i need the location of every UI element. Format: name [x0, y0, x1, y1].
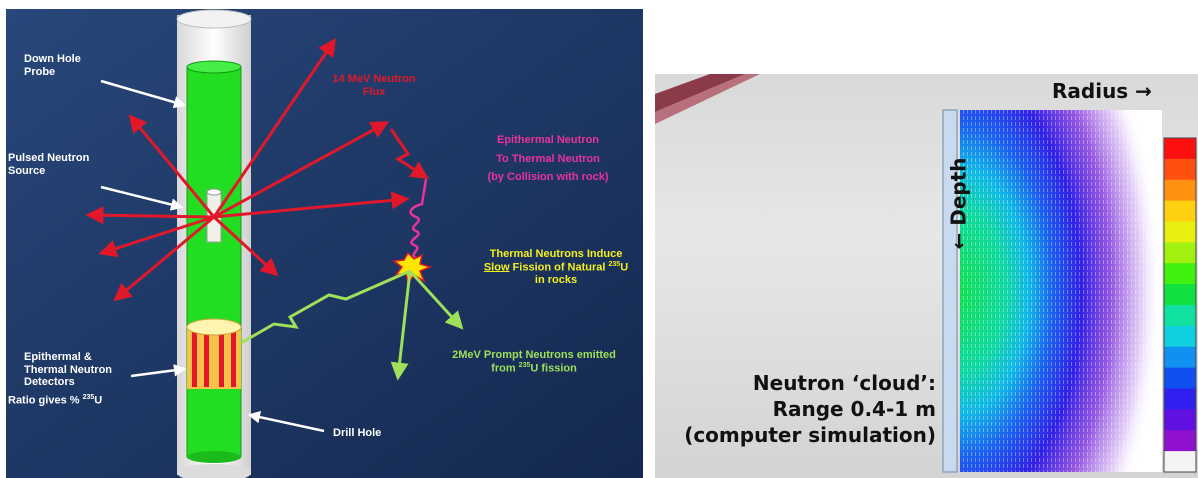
thermal-line2: Fission of Natural — [509, 261, 609, 274]
diagram-graphic — [6, 9, 643, 478]
down-hole-probe-label: Down Hole Probe — [24, 53, 81, 78]
colorbar-segment — [1164, 263, 1196, 285]
colorbar-frame — [1163, 137, 1197, 473]
label-pointer-arrows — [100, 79, 325, 433]
colorbar-segment — [1164, 325, 1196, 348]
borehole-neutron-diagram: Down Hole Probe Pulsed Neutron Source Ep… — [6, 9, 643, 478]
caption-line1: Neutron ‘cloud’: — [752, 371, 936, 395]
epithermal-label: Epithermal Neutron To Thermal Neutron (b… — [468, 134, 628, 184]
flux-label-line2: Flux — [362, 85, 386, 98]
neutron-detectors — [186, 318, 242, 389]
depth-axis-bar — [942, 109, 958, 473]
thermal-slow: Slow — [483, 261, 510, 274]
thermal-superscript: 235 — [608, 260, 621, 268]
thermal-fission-label: Thermal Neutrons Induce Slow Fission of … — [472, 248, 640, 287]
colorbar-segment — [1164, 200, 1196, 222]
colorbar — [1164, 138, 1196, 473]
caption-line3: (computer simulation) — [684, 423, 936, 447]
colorbar-segment — [1164, 158, 1196, 181]
colorbar-segment — [1164, 284, 1196, 306]
neutron-cloud-simulation: Radius → ← Depth Neutron ‘cloud’: Range … — [655, 74, 1198, 478]
drill-hole-label: Drill Hole — [333, 427, 382, 439]
detectors-label: Epithermal & Thermal Neutron Detectors — [24, 351, 113, 389]
colorbar-segment — [1164, 179, 1196, 202]
prompt-superscript: 235 — [518, 361, 531, 369]
colorbar-segment — [1164, 388, 1196, 410]
prompt-line1: 2MeV Prompt Neutrons emitted — [452, 349, 616, 361]
epithermal-line1: Epithermal Neutron — [496, 134, 600, 146]
caption-line2: Range 0.4-1 m — [772, 397, 936, 421]
flux-label-line1: 14 MeV Neutron — [332, 73, 416, 85]
simulation-graphic — [655, 74, 1197, 473]
prompt-neutrons-label: 2MeV Prompt Neutrons emitted from 235U f… — [434, 349, 634, 375]
colorbar-segment — [1164, 221, 1196, 243]
colorbar-segment — [1164, 367, 1196, 389]
colorbar-segment — [1164, 242, 1196, 264]
colorbar-segment — [1164, 409, 1196, 431]
colorbar-segment — [1164, 451, 1196, 473]
prompt-neutron-arrows — [390, 269, 464, 381]
prompt-rest: U fission — [530, 362, 577, 375]
borehole-tube-corner — [655, 74, 760, 124]
cloud-texture — [960, 110, 1162, 472]
colorbar-segment — [1164, 346, 1196, 369]
epithermal-line2: To Thermal Neutron — [496, 152, 600, 165]
depth-label: ← Depth — [946, 157, 971, 250]
ratio-label: Ratio gives % 235U — [8, 394, 102, 407]
epithermal-line3: (by Collision with rock) — [487, 171, 609, 184]
thermal-u: U — [620, 261, 629, 274]
thermal-line3: in rocks — [534, 273, 578, 286]
ratio-superscript: 235 — [82, 394, 95, 401]
thermal-line1: Thermal Neutrons Induce — [489, 248, 623, 260]
colorbar-segment — [1164, 305, 1196, 327]
thermalization-path — [409, 178, 428, 260]
simulation-caption: Neutron ‘cloud’: Range 0.4-1 m (computer… — [684, 370, 936, 448]
radius-label: Radius → — [1052, 79, 1152, 103]
flux-arrows — [85, 38, 430, 302]
ratio-prefix: Ratio gives % — [8, 394, 83, 407]
colorbar-segment — [1164, 138, 1196, 160]
colorbar-segment — [1164, 430, 1196, 452]
thermal-neutron-path — [240, 269, 411, 345]
pulsed-neutron-source-label: Pulsed Neutron Source — [8, 152, 90, 177]
ratio-suffix: U — [94, 394, 103, 407]
prompt-from: from — [491, 362, 519, 375]
flux-label: 14 MeV Neutron Flux — [319, 73, 429, 98]
down-hole-probe — [186, 60, 242, 463]
